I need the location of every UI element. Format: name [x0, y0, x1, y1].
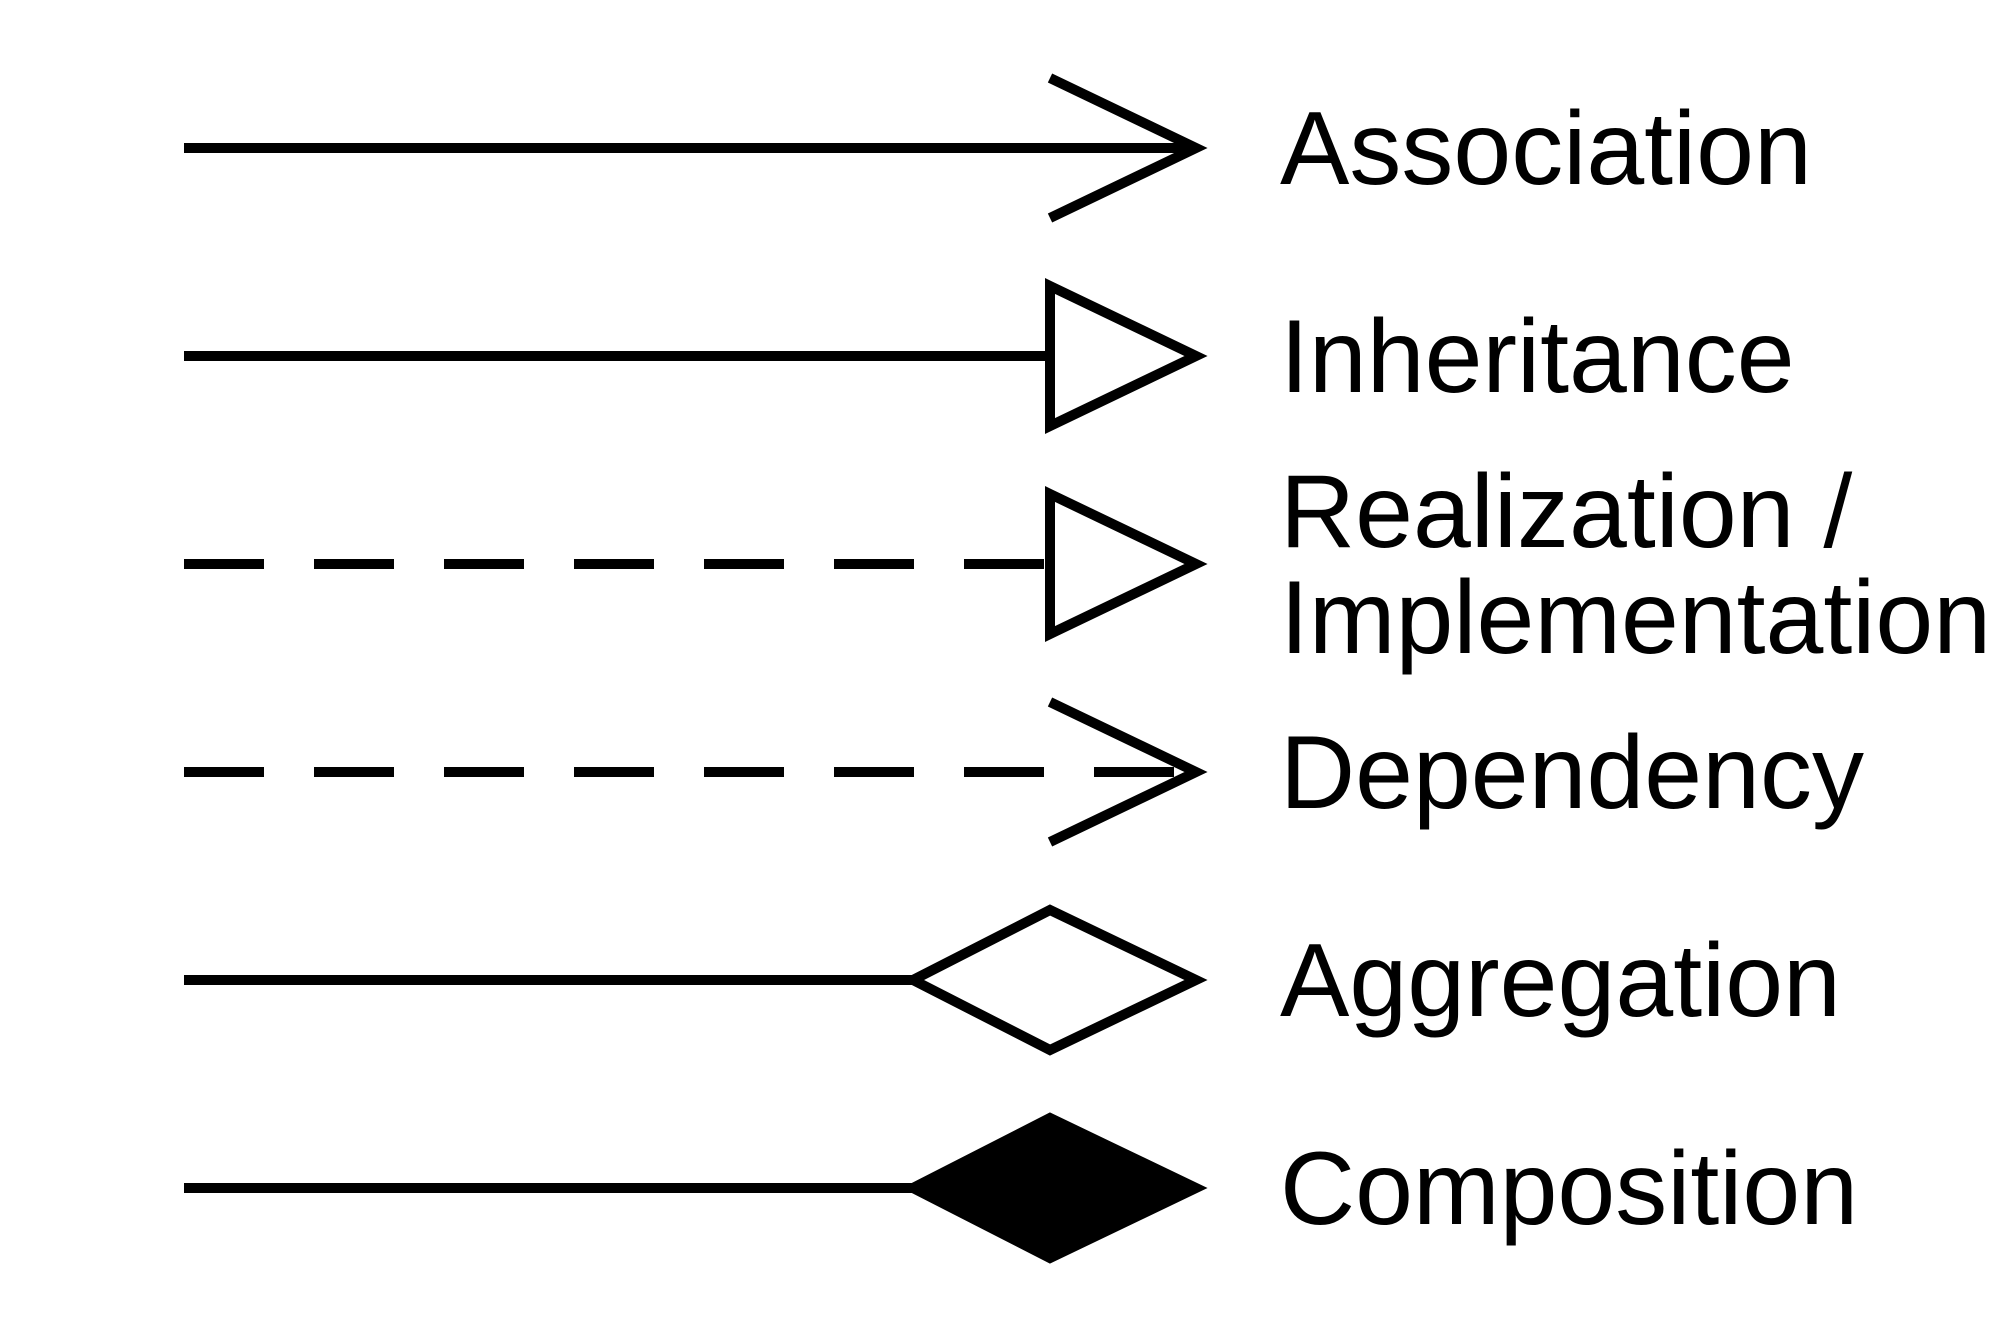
relation-row-association: Association [184, 73, 1812, 223]
relation-row-composition: Composition [184, 1112, 1858, 1264]
open-arrow-icon [1047, 697, 1208, 847]
relation-label: Realization / [1280, 454, 1852, 570]
open-arrow-icon [1047, 73, 1208, 223]
hollow-diamond-icon [902, 904, 1208, 1056]
relation-label: Composition [1280, 1131, 1858, 1247]
relation-label: Association [1280, 91, 1812, 207]
relation-row-dependency: Dependency [184, 697, 1864, 847]
relation-label: Inheritance [1280, 299, 1795, 415]
relation-row-aggregation: Aggregation [184, 904, 1841, 1056]
relation-row-inheritance: Inheritance [184, 278, 1795, 434]
hollow-triangle-icon [1045, 278, 1208, 434]
filled-diamond-icon [902, 1112, 1208, 1264]
relation-label: Dependency [1280, 715, 1864, 831]
relation-label: Implementation [1280, 560, 1991, 676]
hollow-triangle-icon [1045, 486, 1208, 642]
relation-row-realization-implementation: Realization /Implementation [184, 454, 1991, 676]
relation-label: Aggregation [1280, 923, 1841, 1039]
